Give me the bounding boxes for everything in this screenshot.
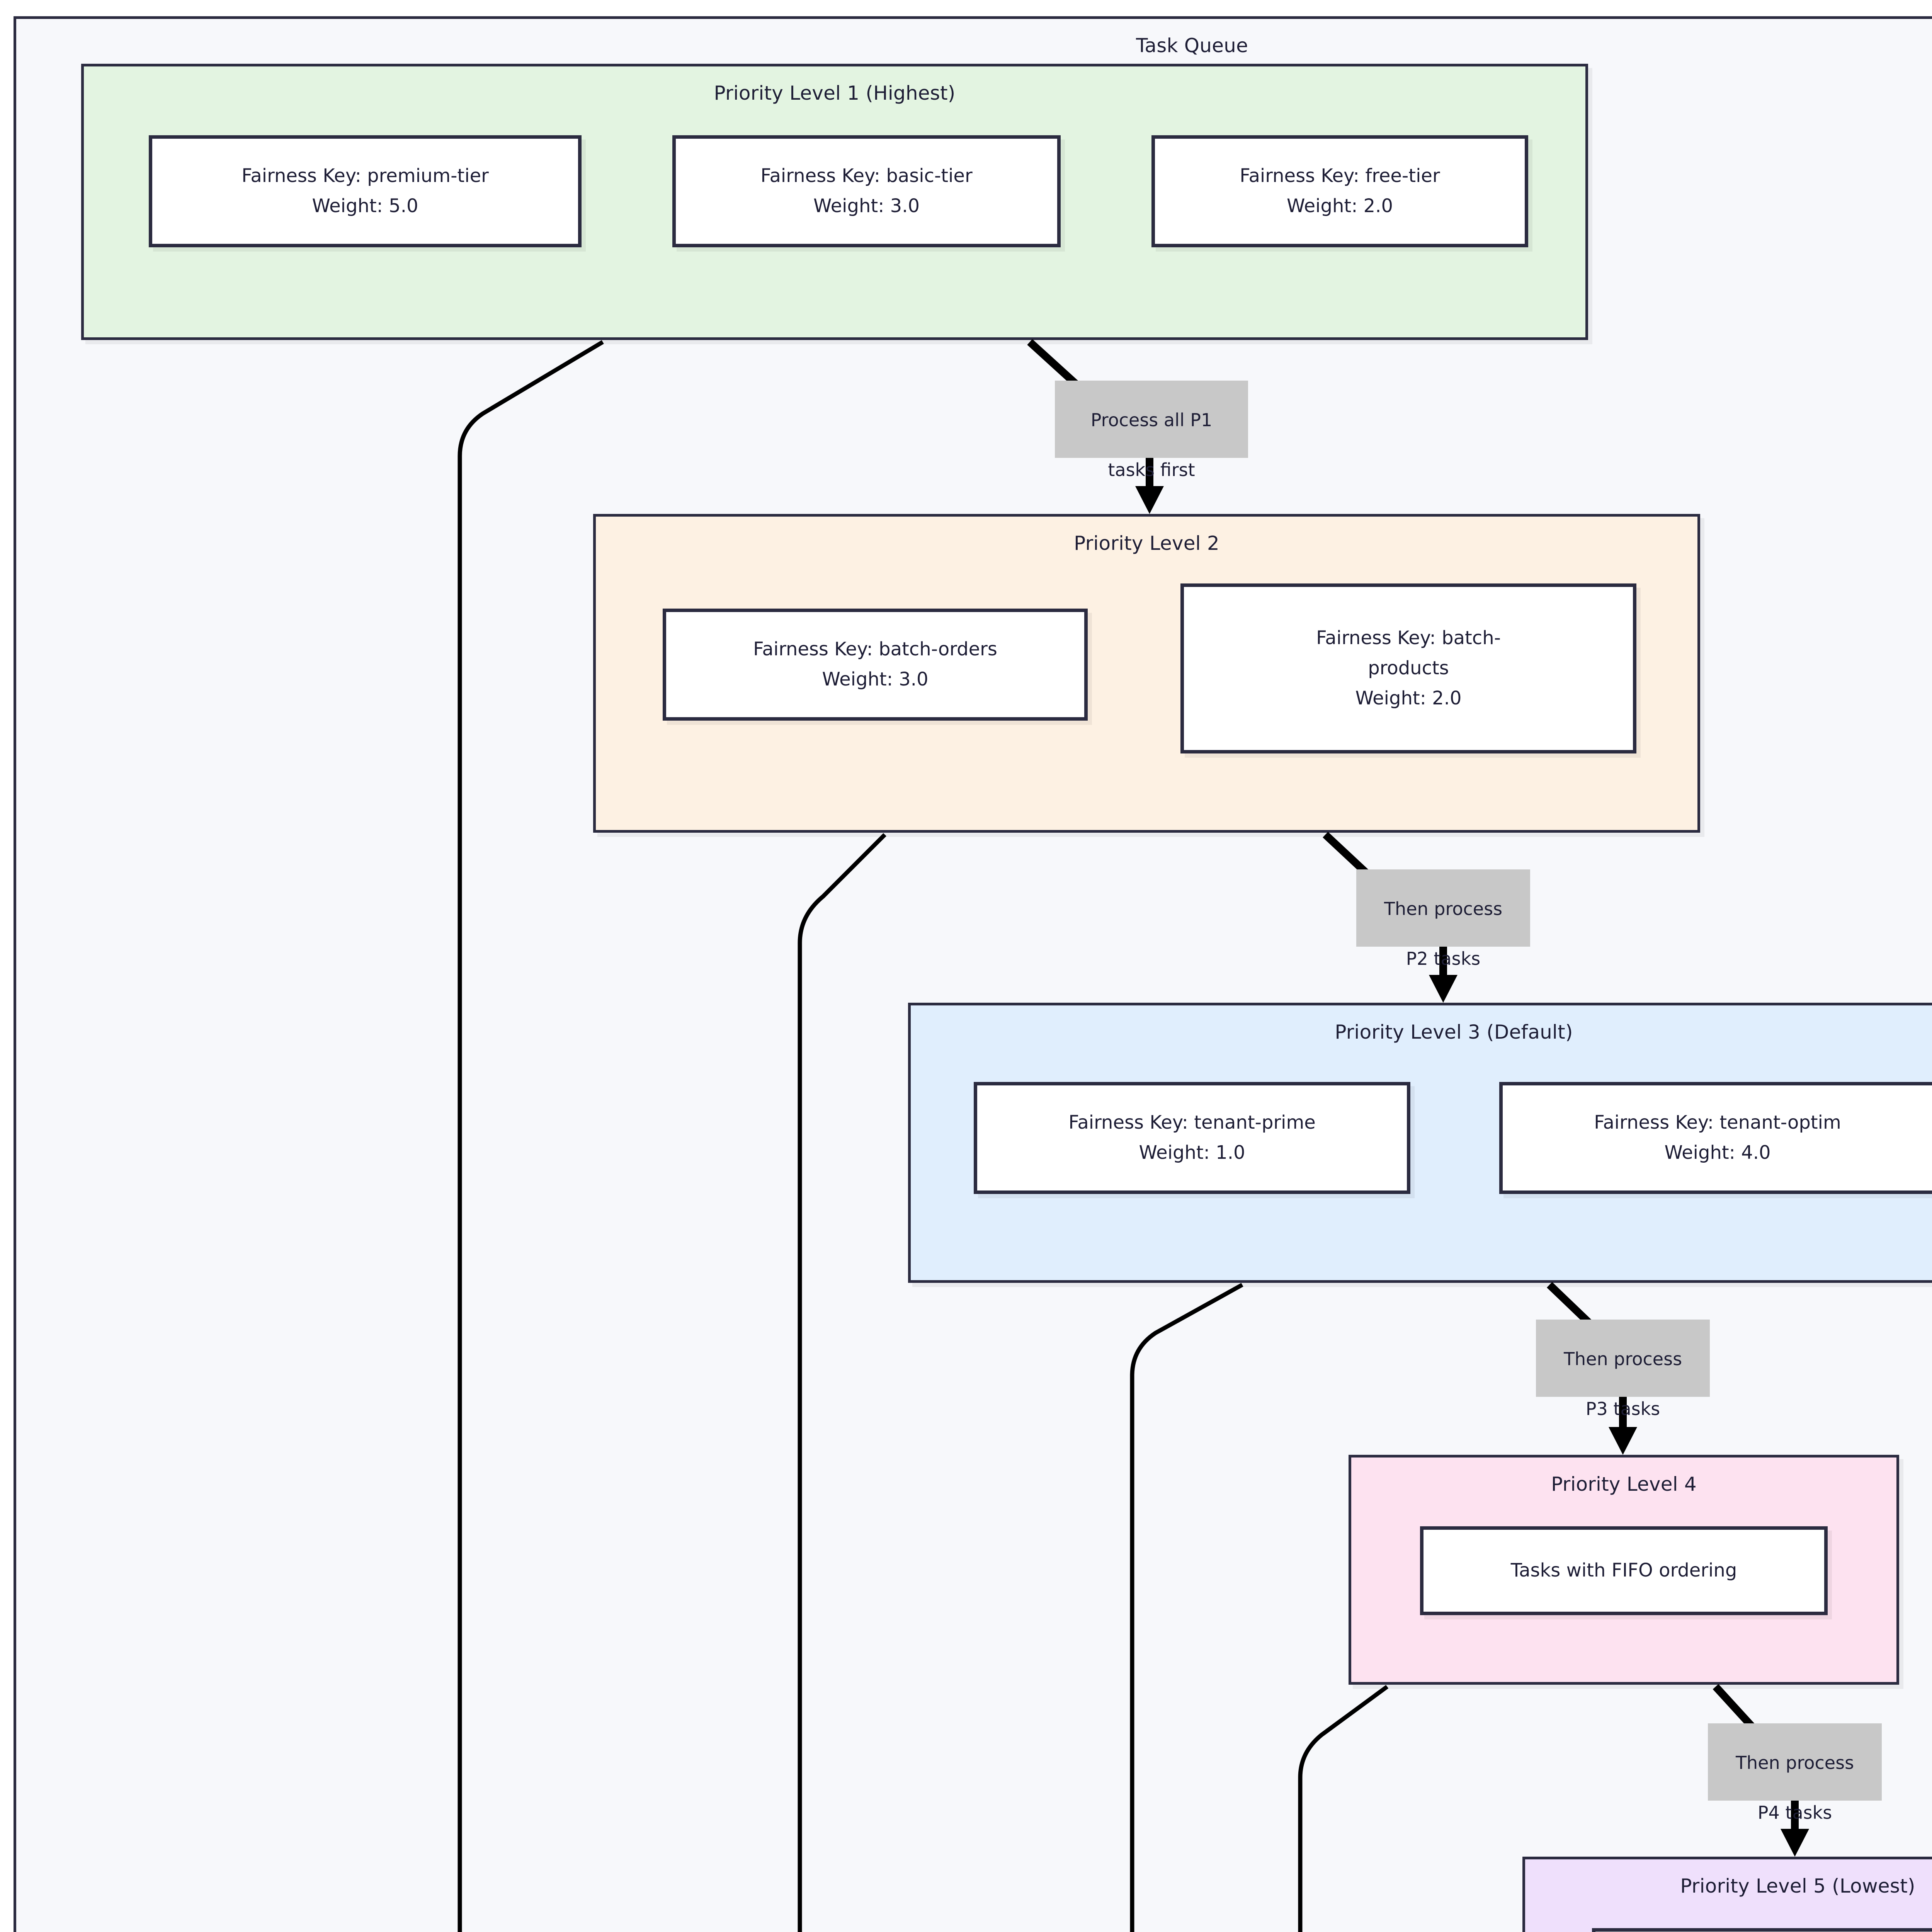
arrowhead-p3-p4 bbox=[1609, 1427, 1637, 1455]
queue-fairness-key: Fairness Key: premium-tier bbox=[242, 165, 489, 187]
cluster-priority-level-5: Priority Level 5 (Lowest) bbox=[1522, 1857, 1932, 1932]
arrowhead-p1-p2 bbox=[1135, 486, 1164, 514]
cluster-priority-level-1-title: Priority Level 1 (Highest) bbox=[714, 82, 956, 104]
edge-p4-to-workers bbox=[1298, 1685, 1389, 1932]
edge-label-process-all-p1: Process all P1 tasks first bbox=[1055, 381, 1248, 480]
queue-node-basic-tier[interactable]: Fairness Key: basic-tier Weight: 3.0 bbox=[672, 135, 1061, 247]
queue-fairness-key: Fairness Key: free-tier bbox=[1240, 165, 1440, 187]
queue-fairness-key: Fairness Key: tenant-optim bbox=[1594, 1112, 1841, 1134]
edge-label-line-2: P2 tasks bbox=[1406, 948, 1481, 969]
edge-label-line-1: Then process bbox=[1735, 1752, 1854, 1774]
edge-label-line-2: P4 tasks bbox=[1757, 1802, 1832, 1823]
edge-label-line-1: Then process bbox=[1384, 898, 1503, 920]
edge-p1-to-workers bbox=[457, 340, 604, 1932]
edge-label-then-process-p2: Then process P2 tasks bbox=[1356, 869, 1530, 969]
queue-node-tenant-prime[interactable]: Fairness Key: tenant-prime Weight: 1.0 bbox=[974, 1082, 1410, 1194]
cluster-priority-level-2-title: Priority Level 2 bbox=[1074, 532, 1219, 554]
queue-fairness-key: Fairness Key: batch- bbox=[1316, 627, 1501, 649]
cluster-priority-level-4-title: Priority Level 4 bbox=[1551, 1473, 1697, 1495]
edge-label-then-process-p4: Then process P4 tasks bbox=[1708, 1723, 1882, 1823]
queue-node-tenant-optim[interactable]: Fairness Key: tenant-optim Weight: 4.0 bbox=[1499, 1082, 1932, 1194]
queue-weight: Weight: 1.0 bbox=[1139, 1142, 1245, 1163]
queue-weight: Weight: 2.0 bbox=[1355, 687, 1462, 709]
queue-node-p4-fifo[interactable]: Tasks with FIFO ordering bbox=[1420, 1526, 1828, 1615]
edge-label-line-2: P3 tasks bbox=[1585, 1398, 1660, 1420]
queue-node-batch-orders[interactable]: Fairness Key: batch-orders Weight: 3.0 bbox=[663, 609, 1088, 721]
queue-weight: Weight: 3.0 bbox=[822, 668, 929, 690]
queue-fairness-key-cont: products bbox=[1368, 657, 1449, 679]
edge-p2-to-workers bbox=[798, 833, 886, 1932]
edge-label-line-1: Process all P1 bbox=[1090, 410, 1213, 431]
queue-label: Tasks with FIFO ordering bbox=[1510, 1560, 1737, 1582]
edge-label-then-process-p3: Then process P3 tasks bbox=[1536, 1320, 1710, 1419]
queue-node-premium-tier[interactable]: Fairness Key: premium-tier Weight: 5.0 bbox=[149, 135, 582, 247]
queue-node-free-tier[interactable]: Fairness Key: free-tier Weight: 2.0 bbox=[1151, 135, 1528, 247]
cluster-priority-level-3-title: Priority Level 3 (Default) bbox=[1335, 1021, 1573, 1043]
edge-label-line-2: tasks first bbox=[1108, 459, 1195, 481]
arrowhead-p4-p5 bbox=[1781, 1829, 1809, 1857]
queue-fairness-key: Fairness Key: tenant-prime bbox=[1068, 1112, 1316, 1134]
edge-label-line-1: Then process bbox=[1563, 1349, 1682, 1370]
queue-weight: Weight: 3.0 bbox=[813, 195, 920, 217]
queue-fairness-key: Fairness Key: basic-tier bbox=[760, 165, 973, 187]
cluster-task-queue-title: Task Queue bbox=[1136, 34, 1248, 57]
queue-weight: Weight: 5.0 bbox=[312, 195, 418, 217]
queue-node-batch-products[interactable]: Fairness Key: batch- products Weight: 2.… bbox=[1180, 583, 1636, 753]
arrowhead-p2-p3 bbox=[1429, 975, 1458, 1003]
queue-weight: Weight: 4.0 bbox=[1664, 1142, 1771, 1163]
queue-node-p5-fifo[interactable]: Tasks with FIFO ordering bbox=[1592, 1928, 1932, 1932]
queue-weight: Weight: 2.0 bbox=[1287, 195, 1393, 217]
cluster-priority-level-5-title: Priority Level 5 (Lowest) bbox=[1680, 1875, 1915, 1897]
edge-p3-to-workers bbox=[1130, 1283, 1243, 1932]
queue-fairness-key: Fairness Key: batch-orders bbox=[753, 638, 997, 660]
